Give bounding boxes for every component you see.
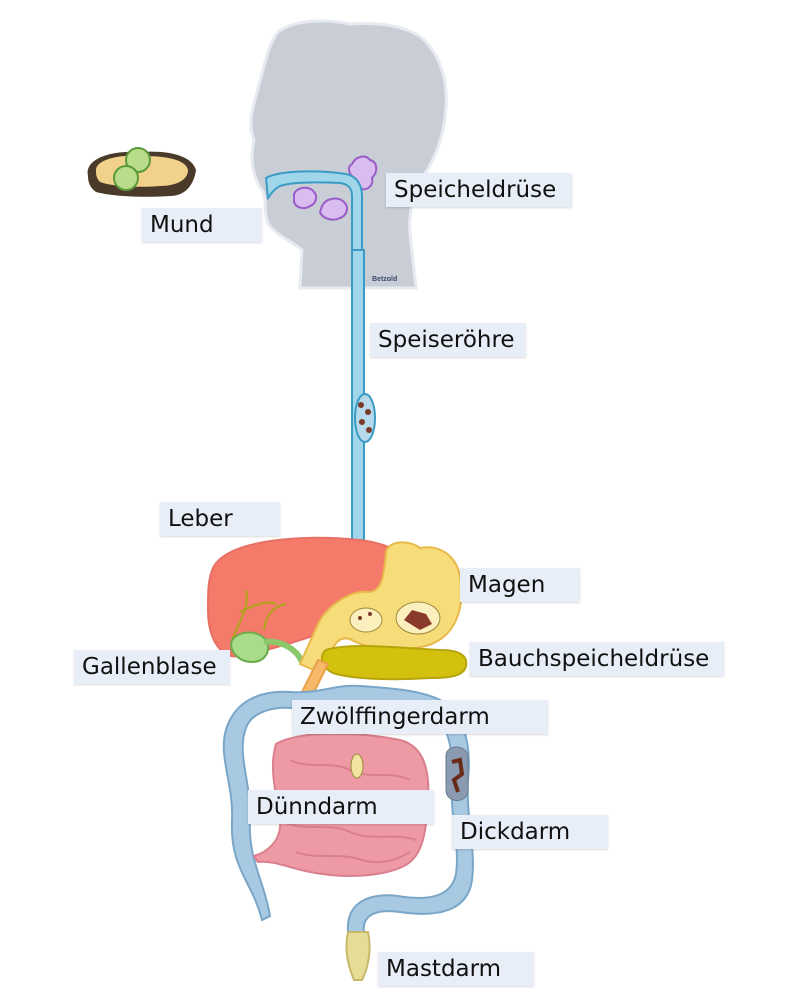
rectum [345,931,371,981]
label-speiseroehre: Speiseröhre [370,323,526,357]
label-duenndarm: Dünndarm [248,790,434,824]
food-bolus [354,393,376,443]
label-mastdarm: Mastdarm [378,952,534,986]
pancreas [320,644,468,681]
label-mund: Mund [142,208,262,242]
label-magen: Magen [460,568,580,602]
gallbladder [230,631,270,664]
label-leber: Leber [160,502,280,536]
brand-logo: Betzold [372,276,398,283]
label-dickdarm: Dickdarm [452,815,608,849]
salivary-gland-lower [318,197,348,221]
label-speicheldruese: Speicheldrüse [386,173,572,207]
bread-slice-illustration [87,147,196,197]
label-gallenblase: Gallenblase [74,650,230,684]
head-silhouette [249,19,448,290]
salivary-gland-middle [293,186,318,210]
label-zwoelffingerdarm: Zwölffingerdarm [292,700,548,734]
label-bauchspeicheldruese: Bauchspeicheldrüse [470,642,724,676]
